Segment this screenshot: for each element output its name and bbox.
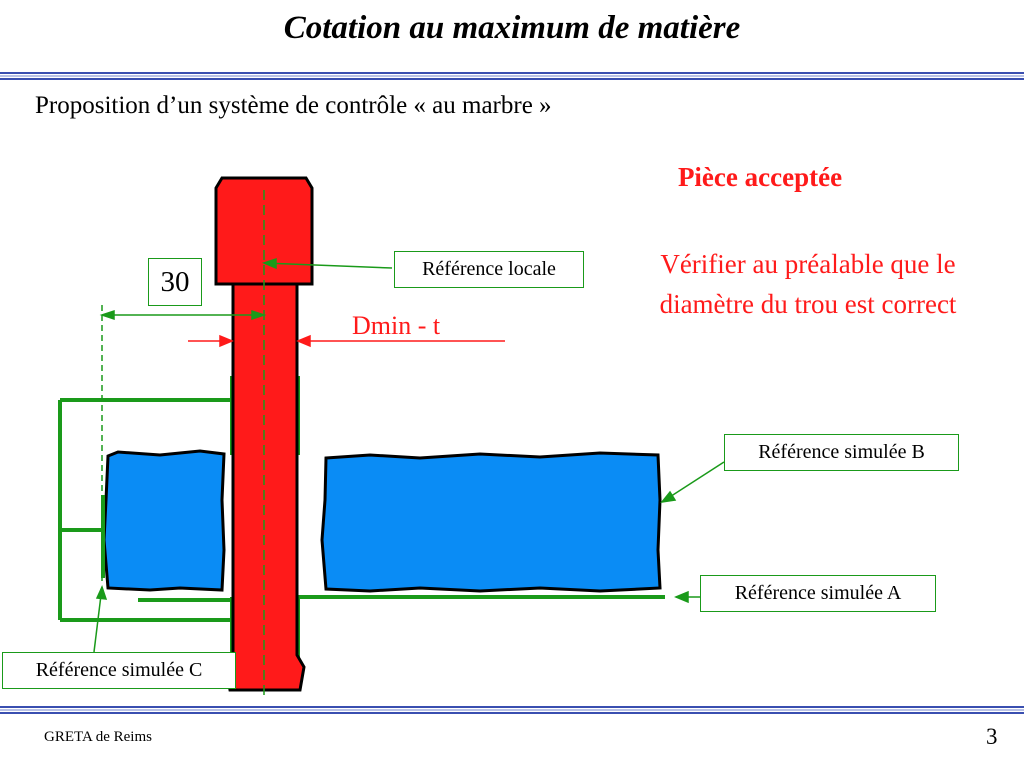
slide-subtitle: Proposition d’un système de contrôle « a…: [35, 92, 552, 119]
part-left-block: [102, 449, 226, 592]
pin-head: [214, 176, 314, 286]
slide-title: Cotation au maximum de matière: [283, 10, 741, 46]
label-simulated-reference-b: Référence simulée B: [724, 434, 959, 471]
label-simulated-reference-c: Référence simulée C: [2, 652, 236, 689]
part-right-block: [320, 451, 662, 593]
label-local-reference: Référence locale: [394, 251, 584, 288]
header-divider: [0, 72, 1024, 80]
dimension-30-geometry: [99, 305, 267, 585]
dimension-dmin-label: Dmin - t: [352, 311, 441, 340]
status-accepted: Pièce acceptée: [677, 162, 843, 192]
footer-divider: [0, 706, 1024, 714]
page-number: 3: [986, 724, 998, 749]
dimension-30-label: 30: [148, 258, 202, 306]
pin-shank: [224, 282, 306, 692]
verification-note: Vérifier au préalable que le diamètre du…: [659, 249, 957, 319]
label-simulated-reference-a: Référence simulée A: [700, 575, 936, 612]
footer-organization: GRETA de Reims: [44, 729, 152, 745]
dimension-dmin-geometry: [188, 334, 505, 348]
leader-arrows: [93, 257, 725, 653]
